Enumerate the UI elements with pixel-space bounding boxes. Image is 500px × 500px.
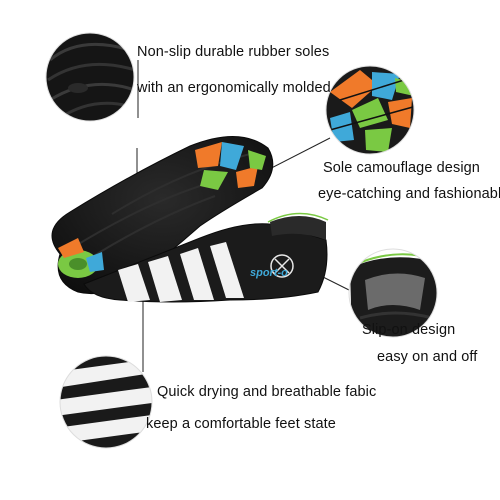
fabric-caption-line1: Quick drying and breathable fabic: [157, 384, 377, 400]
camouflage-closeup-image: [326, 66, 414, 154]
camouflage-caption-line1: Sole camouflage design: [323, 160, 480, 176]
fabric-closeup-image: [60, 356, 152, 448]
fabric-caption-line2: keep a comfortable feet state: [146, 416, 336, 432]
camouflage-caption-line2: eye-catching and fashionable: [318, 186, 500, 202]
slipon-closeup-image: [349, 249, 437, 337]
shoe-main-image: [51, 136, 329, 303]
slipon-caption-line2: easy on and off: [377, 349, 478, 365]
soles-caption-line1: Non-slip durable rubber soles: [137, 44, 330, 60]
soles-caption-line2: with an ergonomically molded: [137, 80, 331, 96]
shoe-brand-text: sport-o: [250, 267, 288, 279]
sole-closeup-image: [46, 33, 134, 121]
slipon-caption-line1: Slip-on design: [362, 322, 456, 338]
